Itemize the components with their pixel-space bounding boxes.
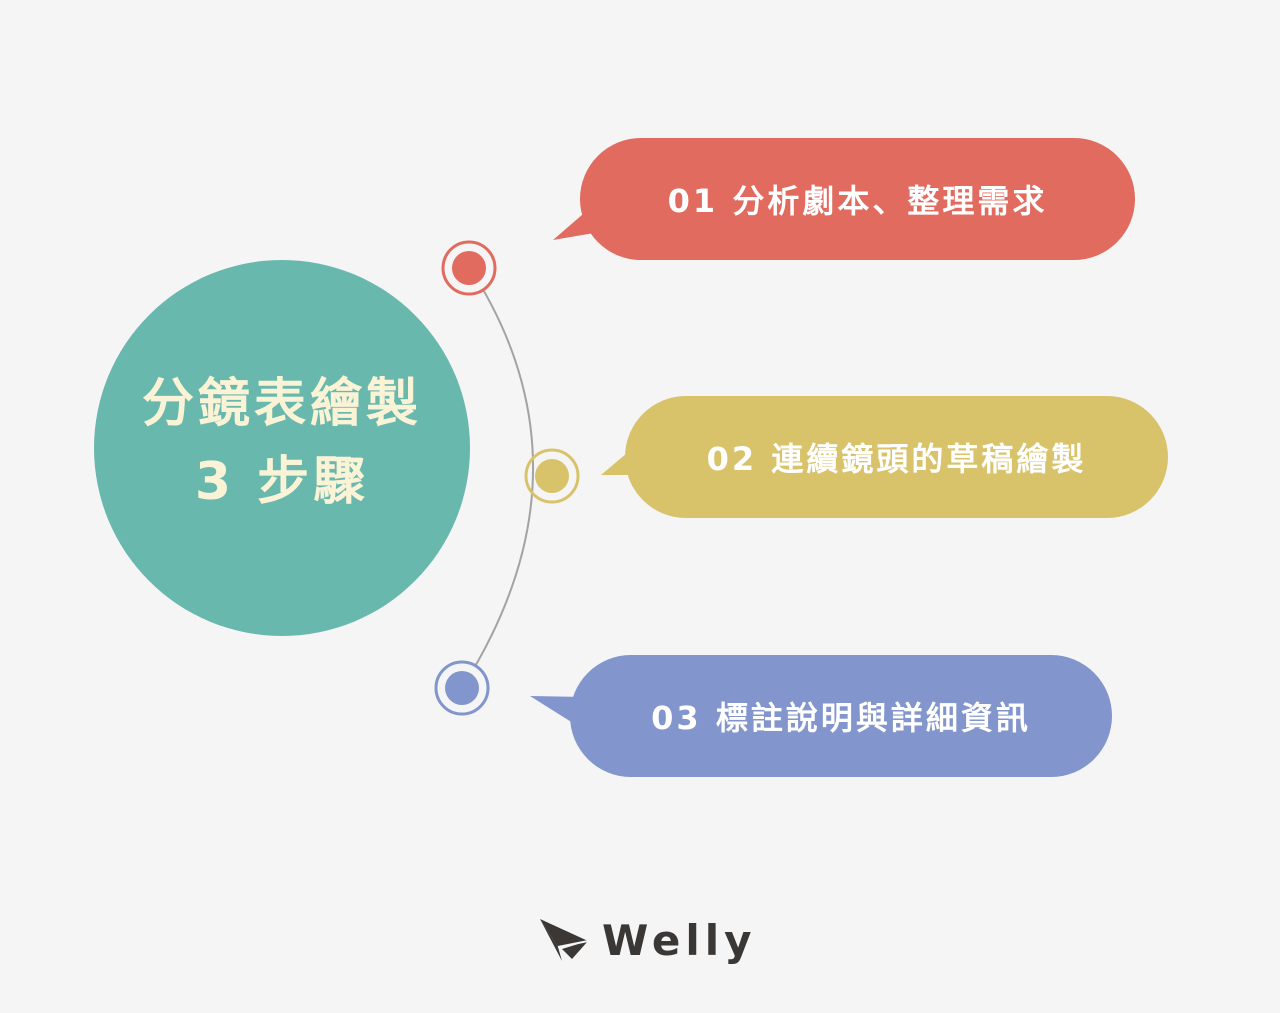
node-1-icon	[441, 240, 497, 296]
brand-name: Welly	[602, 915, 757, 965]
hub-title-line2: 3 步驟	[194, 452, 370, 512]
paper-plane-icon	[540, 919, 589, 961]
hub-circle: 分鏡表繪製 3 步驟	[94, 260, 470, 636]
brand-logo: Welly	[538, 910, 757, 970]
step-bubble-3: 03 標註說明與詳細資訊	[570, 655, 1112, 777]
step-label-3: 03 標註說明與詳細資訊	[651, 699, 1031, 737]
step-bubble-2: 02 連續鏡頭的草稿繪製	[625, 396, 1168, 518]
step-bubble-1: 01 分析劇本、整理需求	[580, 138, 1135, 260]
node-3-icon	[434, 660, 490, 716]
step-label-2: 02 連續鏡頭的草稿繪製	[706, 440, 1087, 478]
node-2-icon	[524, 448, 580, 504]
hub-title-line1: 分鏡表繪製	[141, 374, 422, 434]
step-label-1: 01 分析劇本、整理需求	[667, 182, 1048, 220]
